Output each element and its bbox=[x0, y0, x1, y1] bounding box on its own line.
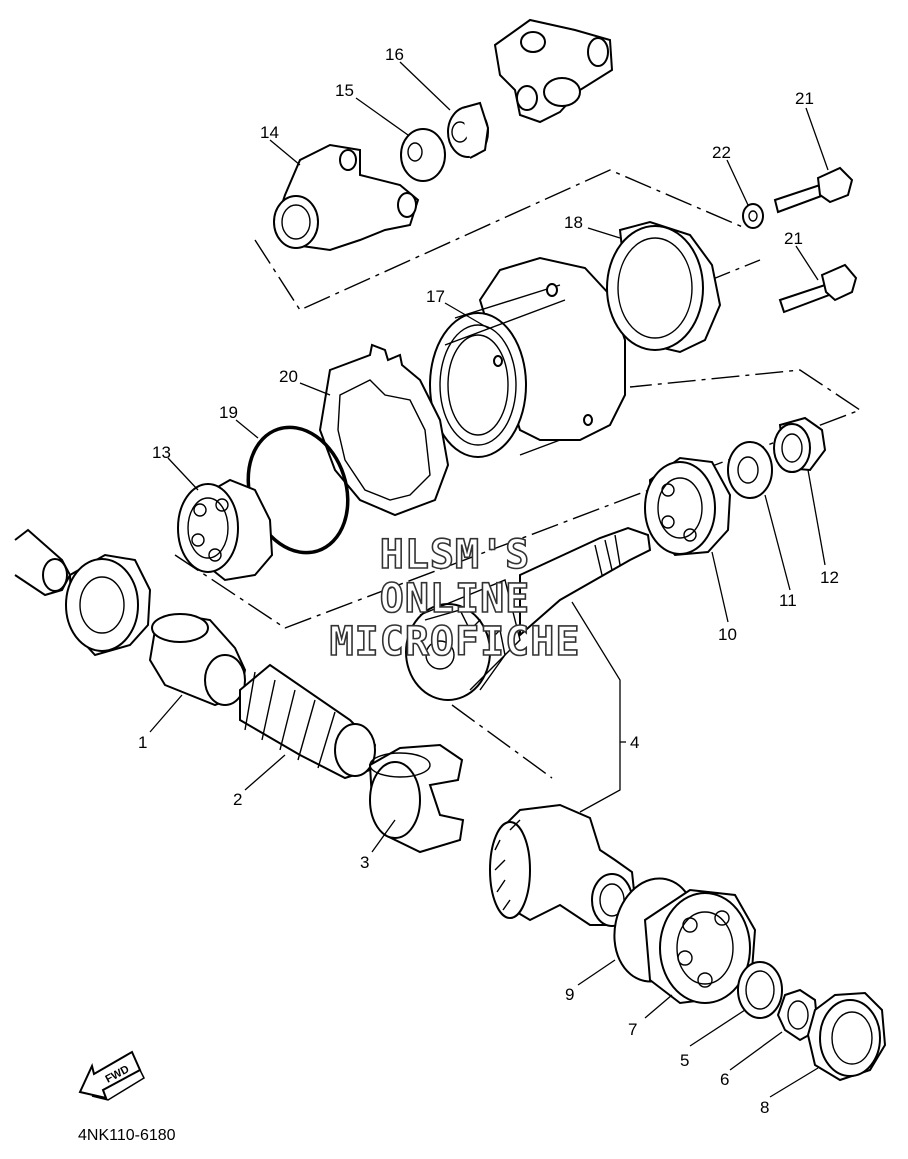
assembly-outline-upper bbox=[254, 169, 746, 311]
callout-1: 1 bbox=[138, 733, 147, 752]
part-18-cover-ring bbox=[606, 220, 722, 354]
part-2-spring bbox=[239, 663, 377, 780]
callout-14: 14 bbox=[260, 123, 279, 142]
callout-8: 8 bbox=[760, 1098, 769, 1117]
callout-22: 22 bbox=[712, 143, 731, 162]
callout-19: 19 bbox=[219, 403, 238, 422]
fwd-arrow-icon: FWD bbox=[78, 1050, 145, 1101]
part-20-shim-plate bbox=[318, 343, 450, 517]
part-code: 4NK110-6180 bbox=[78, 1127, 176, 1144]
part-4-pinion-shaft bbox=[405, 526, 652, 701]
part-17-housing bbox=[429, 256, 626, 458]
callout-9: 9 bbox=[565, 985, 574, 1004]
part-11-spacer bbox=[727, 441, 773, 499]
leader-lines bbox=[149, 61, 829, 1098]
part-22-washer bbox=[742, 203, 764, 229]
callout-10: 10 bbox=[718, 625, 737, 644]
part-16-nut bbox=[447, 101, 490, 159]
callout-6: 6 bbox=[720, 1070, 729, 1089]
watermark-line-3: MICROFICHE bbox=[330, 619, 581, 665]
callout-12: 12 bbox=[820, 568, 839, 587]
callout-21-lower: 21 bbox=[784, 229, 803, 248]
watermark-line-1: HLSM'S bbox=[380, 532, 531, 578]
callout-20: 20 bbox=[279, 367, 298, 386]
part-21-bolt-upper bbox=[773, 166, 854, 214]
part-5-washer bbox=[737, 961, 783, 1019]
callout-16: 16 bbox=[385, 45, 404, 64]
gear-axis-outline bbox=[451, 704, 553, 779]
callout-21-upper: 21 bbox=[795, 89, 814, 108]
part-15-washer bbox=[400, 128, 446, 182]
bearing-left bbox=[65, 553, 152, 657]
part-12-oil-seal bbox=[773, 416, 827, 473]
callout-5: 5 bbox=[680, 1051, 689, 1070]
callout-11: 11 bbox=[779, 591, 797, 610]
part-3-dog-clutch bbox=[368, 743, 465, 854]
universal-joint bbox=[493, 18, 614, 124]
part-21-bolt-lower bbox=[778, 263, 858, 314]
callout-2: 2 bbox=[233, 790, 242, 809]
part-10-bearing bbox=[644, 456, 732, 557]
part-13-bearing bbox=[177, 478, 274, 582]
callout-13: 13 bbox=[152, 443, 171, 462]
part-1-collar bbox=[148, 613, 247, 707]
watermark: HLSM'S ONLINE MICROFICHE bbox=[329, 531, 581, 666]
part-8-nut bbox=[806, 991, 887, 1082]
callout-3: 3 bbox=[360, 853, 369, 872]
callout-4: 4 bbox=[630, 733, 639, 752]
shaft-end bbox=[14, 528, 72, 597]
callout-7: 7 bbox=[628, 1020, 637, 1039]
callout-15: 15 bbox=[335, 81, 354, 100]
watermark-line-2: ONLINE bbox=[380, 576, 531, 622]
callout-17: 17 bbox=[426, 287, 445, 306]
part-14-yoke bbox=[273, 143, 420, 252]
part-ring-gear bbox=[489, 803, 637, 927]
callout-18: 18 bbox=[564, 213, 583, 232]
assembly-outline-lower bbox=[174, 369, 862, 629]
callout-labels: 1 2 3 4 5 6 7 8 9 10 11 12 13 14 15 16 1… bbox=[138, 45, 839, 1117]
